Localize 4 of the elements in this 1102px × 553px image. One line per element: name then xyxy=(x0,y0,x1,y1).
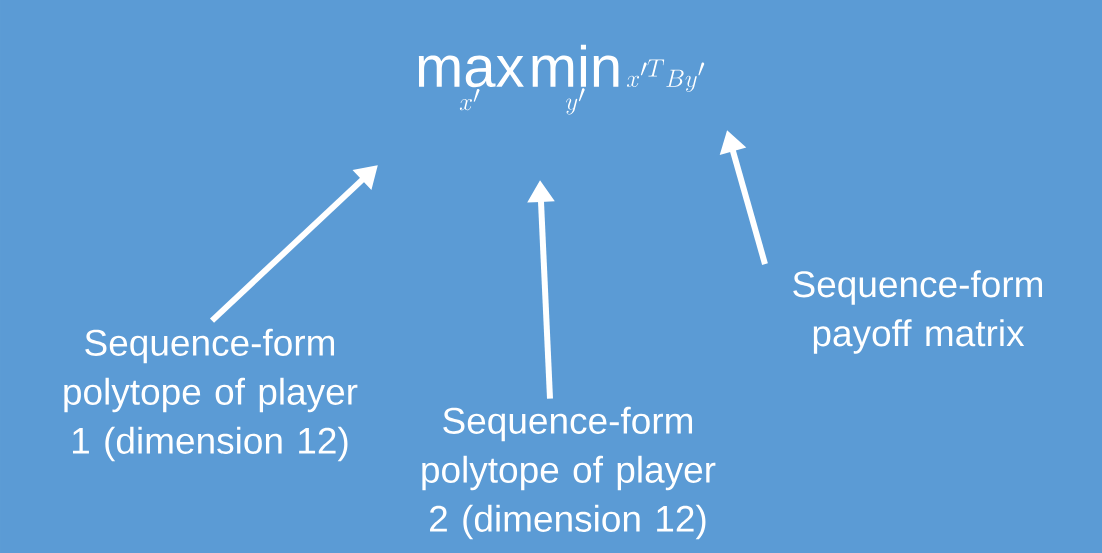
formula: $\max_{x'}\min_{y'} x'^T B y'$ xyxy=(418,44,705,115)
caption-text: Sequence-form payoff matrix xyxy=(793,270,1042,354)
caption-text: Sequence-form polytope of player 2 (dimension 12) xyxy=(422,406,716,540)
caption-text: Sequence-form polytope of player 1 (dimension 12) xyxy=(64,328,358,462)
